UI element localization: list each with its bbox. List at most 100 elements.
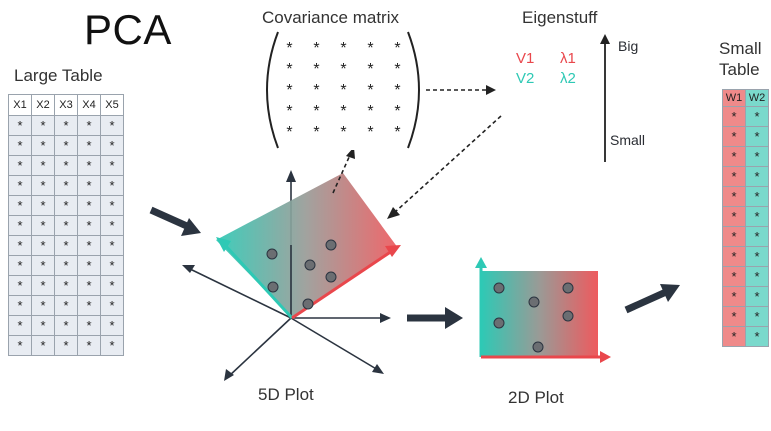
table-row: **: [722, 286, 769, 307]
dashed-arrow-eigen-to-plane: [387, 115, 502, 219]
table-cell: *: [54, 255, 78, 276]
arrow-to-small-table: [624, 284, 680, 314]
table-cell: *: [745, 166, 769, 187]
table-cell: *: [31, 275, 55, 296]
table-cell: *: [745, 286, 769, 307]
matrix-cell: *: [286, 103, 293, 120]
table-cell: *: [8, 295, 32, 316]
table-cell: *: [77, 195, 101, 216]
table-cell: *: [745, 306, 769, 327]
table-cell: *: [77, 135, 101, 156]
table-cell: *: [100, 115, 124, 136]
table-cell: *: [745, 246, 769, 267]
table-row: *****: [8, 255, 124, 276]
matrix-cell: *: [394, 82, 401, 99]
table-cell: *: [722, 126, 746, 147]
table-cell: *: [722, 306, 746, 327]
large-table-header-3: X3: [54, 94, 78, 116]
table-cell: *: [31, 155, 55, 176]
table-cell: *: [31, 235, 55, 256]
table-cell: *: [31, 115, 55, 136]
table-cell: *: [54, 175, 78, 196]
large-table-header-1: X1: [8, 94, 32, 116]
eigenvector-1: V1: [516, 50, 535, 67]
eigenvalue-1: λ1: [560, 50, 576, 67]
table-cell: *: [77, 255, 101, 276]
table-row: *****: [8, 315, 124, 336]
matrix-cell: *: [340, 103, 347, 120]
table-row: *****: [8, 235, 124, 256]
table-cell: *: [54, 275, 78, 296]
plot-5d-label: 5D Plot: [258, 385, 314, 404]
table-row: **: [722, 166, 769, 187]
table-row: *****: [8, 135, 124, 156]
big-small-scale-arrow: [600, 34, 610, 162]
table-cell: *: [77, 115, 101, 136]
table-cell: *: [77, 315, 101, 336]
table-cell: *: [31, 295, 55, 316]
table-cell: *: [8, 135, 32, 156]
table-cell: *: [54, 135, 78, 156]
table-row: *****: [8, 195, 124, 216]
table-row: **: [722, 186, 769, 207]
table-row: **: [722, 306, 769, 327]
table-cell: *: [100, 275, 124, 296]
table-cell: *: [745, 126, 769, 147]
table-cell: *: [722, 206, 746, 227]
table-cell: *: [77, 275, 101, 296]
arrow-to-5d-plot: [149, 206, 201, 236]
table-row: **: [722, 146, 769, 167]
table-cell: *: [8, 235, 32, 256]
large-table-header-5: X5: [100, 94, 124, 116]
matrix-cell: *: [286, 40, 293, 57]
table-cell: *: [31, 315, 55, 336]
table-cell: *: [31, 175, 55, 196]
matrix-cell: *: [394, 61, 401, 78]
table-cell: *: [77, 335, 101, 356]
table-row: **: [722, 206, 769, 227]
table-cell: *: [100, 215, 124, 236]
table-cell: *: [100, 175, 124, 196]
matrix-cell: *: [367, 61, 374, 78]
table-row: *****: [8, 275, 124, 296]
table-cell: *: [8, 195, 32, 216]
table-row: **: [722, 226, 769, 247]
table-cell: *: [77, 155, 101, 176]
table-cell: *: [31, 215, 55, 236]
matrix-cell: *: [286, 61, 293, 78]
dashed-arrow-cov-to-eigen: [426, 85, 496, 95]
matrix-cell: *: [367, 124, 374, 141]
arrow-to-2d-plot: [407, 307, 463, 329]
matrix-cell: *: [367, 82, 374, 99]
table-cell: *: [745, 186, 769, 207]
matrix-cell: *: [394, 103, 401, 120]
matrix-cell: *: [313, 124, 320, 141]
table-row: **: [722, 106, 769, 127]
table-row: *****: [8, 115, 124, 136]
table-cell: *: [100, 255, 124, 276]
large-table-label: Large Table: [14, 66, 103, 85]
scale-big-label: Big: [618, 38, 639, 54]
large-table-header-2: X2: [31, 94, 55, 116]
table-cell: *: [54, 195, 78, 216]
matrix-cell: *: [367, 40, 374, 57]
table-cell: *: [54, 315, 78, 336]
table-cell: *: [100, 135, 124, 156]
table-cell: *: [77, 235, 101, 256]
table-cell: *: [745, 326, 769, 347]
table-cell: *: [8, 275, 32, 296]
matrix-cell: *: [313, 40, 320, 57]
table-cell: *: [745, 266, 769, 287]
table-cell: *: [8, 255, 32, 276]
table-cell: *: [8, 315, 32, 336]
table-row: **: [722, 326, 769, 347]
table-cell: *: [745, 106, 769, 127]
table-row: *****: [8, 215, 124, 236]
small-table-header-1: W1: [722, 89, 746, 107]
table-cell: *: [54, 215, 78, 236]
matrix-cell: *: [367, 103, 374, 120]
table-cell: *: [8, 115, 32, 136]
table-cell: *: [100, 335, 124, 356]
